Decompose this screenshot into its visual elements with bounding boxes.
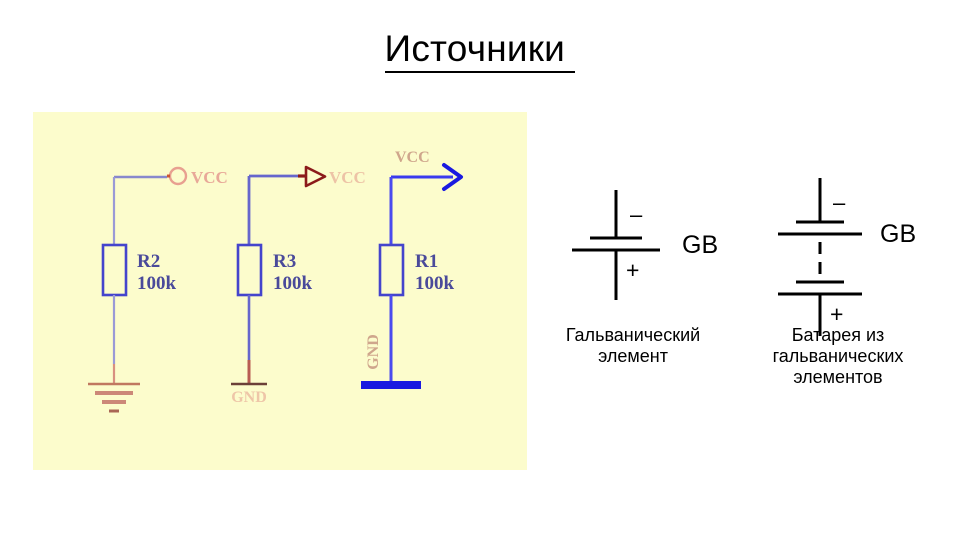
- galvanic-cell-symbol: – + GB Гальванический элемент: [566, 190, 718, 366]
- battery-caption-line-2: гальванических: [773, 346, 904, 366]
- battery-negative-sign: –: [833, 190, 846, 215]
- supply-label-1: VCC: [191, 168, 228, 187]
- resistor-value-r3: 100k: [273, 273, 313, 294]
- circuit-open-terminal: VCC R2 100k: [88, 166, 228, 413]
- resistor-body-r3: [236, 243, 263, 297]
- galvanic-battery-symbol: – + GB Батарея из гальванических элемент…: [773, 178, 916, 387]
- earth-ground-icon-1: [88, 382, 140, 413]
- sources-panel: – + GB Гальванический элемент – + GB Бат…: [520, 150, 960, 440]
- cell-designator: GB: [682, 231, 718, 259]
- resistor-designator-r1: R1: [415, 251, 438, 272]
- circuit-blue-arrow: VCC R1 100k GND: [361, 149, 463, 389]
- thick-blue-ground-bar-icon: [361, 381, 421, 389]
- battery-caption-line-3: элементов: [793, 367, 882, 387]
- resistor-body-r1: [378, 243, 405, 297]
- open-circle-terminal-icon: [168, 166, 188, 186]
- resistor-value-r1: 100k: [415, 273, 455, 294]
- gnd-bar-icon-2: GND: [231, 382, 267, 406]
- battery-positive-sign: +: [830, 301, 843, 327]
- ground-label-3: GND: [365, 334, 382, 370]
- page-title-text: Источники: [384, 28, 576, 73]
- arrow-terminal-icon: [304, 165, 327, 188]
- page-title: Источники: [0, 28, 960, 73]
- supply-label-3: VCC: [395, 149, 430, 166]
- sources-drawing: – + GB Гальванический элемент – + GB Бат…: [566, 178, 916, 387]
- resistor-designator-r2: R2: [137, 251, 160, 272]
- ground-label-2: GND: [231, 389, 267, 406]
- cell-positive-sign: +: [626, 257, 639, 283]
- schematic-panel: VCC R2 100k: [33, 112, 527, 470]
- cell-caption-line-2: элемент: [598, 346, 668, 366]
- schematic-drawing: VCC R2 100k: [88, 149, 463, 413]
- blue-arrow-terminal-icon: [442, 163, 463, 191]
- battery-designator: GB: [880, 220, 916, 248]
- cell-negative-sign: –: [630, 202, 643, 227]
- resistor-body-r2: [101, 243, 128, 297]
- cell-caption-line-1: Гальванический: [566, 325, 700, 345]
- resistor-value-r2: 100k: [137, 273, 177, 294]
- resistor-designator-r3: R3: [273, 251, 296, 272]
- circuit-arrow-terminal: VCC R3 100k GND: [231, 165, 366, 406]
- supply-label-2: VCC: [329, 168, 366, 187]
- battery-caption-line-1: Батарея из: [792, 325, 885, 345]
